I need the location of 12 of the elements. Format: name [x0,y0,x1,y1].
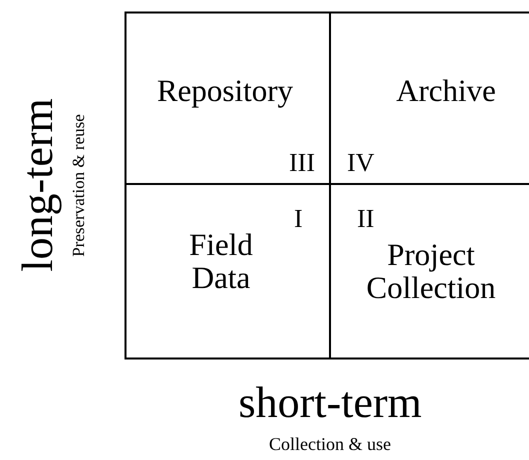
axis-title: long-term [16,98,60,272]
quadrant-number: IV [347,149,374,176]
axis-title: short-term [238,381,422,425]
axis-subtitle: Preservation & reuse [69,114,86,256]
quadrant-number: I [294,205,303,232]
quadrant-number: III [289,149,315,176]
quadrant-title: Field Data [188,229,254,294]
quadrant-title: Archive [395,75,497,108]
quadrant-number: II [357,205,374,232]
quadrant-title: Project Collection [365,239,497,304]
quadrant-title: Repository [156,75,294,108]
axis-subtitle: Collection & use [269,435,391,453]
